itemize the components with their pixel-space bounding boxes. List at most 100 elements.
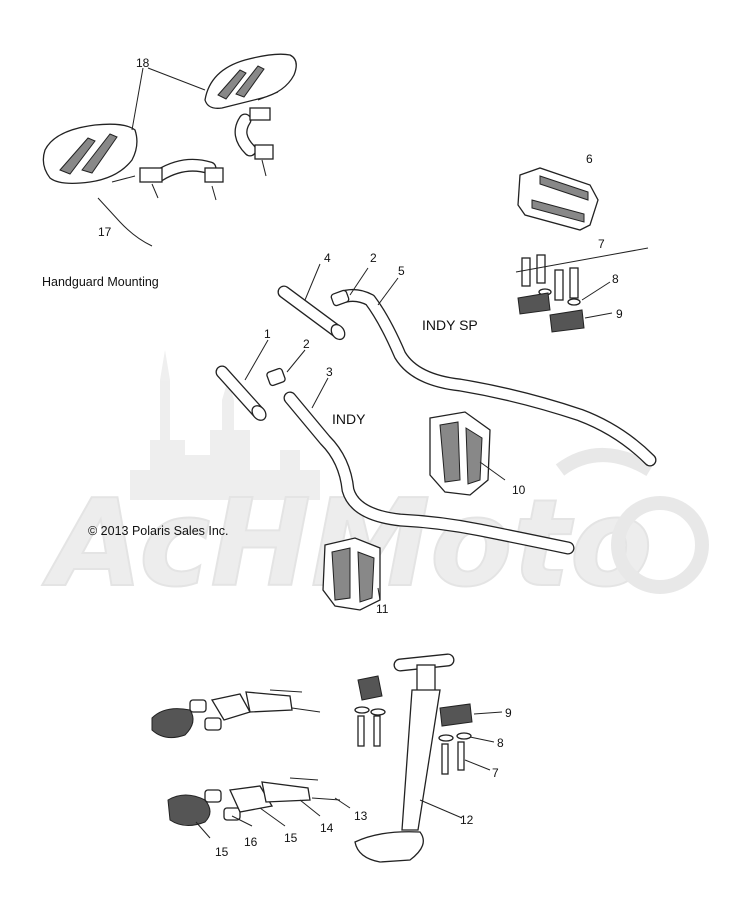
handlebar-indy-sp-part-5 [333,288,657,467]
handguard-mount-bar-left [154,160,216,181]
callout-4: 4 [324,251,331,265]
leader-11 [377,587,381,601]
callout-5: 5 [398,264,405,278]
handguard-left [42,123,138,184]
washer-bottom-b [370,708,386,716]
callout-7-top: 7 [598,237,605,251]
leader-7a [515,247,649,273]
riser-clamp-group-top [515,167,649,333]
handguard-bolt-1 [111,175,136,183]
leader-8a [581,281,611,301]
steering-post-foot [354,831,424,863]
handguard-clamp-right-top [249,107,271,121]
callout-13: 13 [354,809,368,823]
spacer-upper-2 [204,717,222,731]
leader-18-right [147,67,206,91]
caption-copyright: © 2013 Polaris Sales Inc. [88,524,229,538]
leader-10 [479,461,506,481]
clamp-9-b [549,309,585,333]
handguard-left-ribs [59,133,118,175]
leader-14 [299,799,321,817]
callout-2-upper: 2 [370,251,377,265]
bracket-upper [210,693,251,721]
bolt-7-bottom-b [457,741,465,771]
bolt-bottom-a [357,715,365,747]
mount-bracket-group-upper [151,689,321,739]
leader-8b [469,736,495,743]
handguard-mounting-group [42,53,297,247]
handguard-clamp-left-end [204,167,224,183]
bar-end-plug-part-2-upper [330,289,350,307]
leader-13 [334,797,351,809]
riser-pad-part-6-ribs [531,175,589,223]
bar-pad-part-10 [429,411,491,496]
callout-6: 6 [586,152,593,166]
leader-15a [195,821,211,839]
leader-9b [473,711,503,715]
washer-8-b [567,298,581,306]
handguard-bolt-5 [257,91,279,101]
plate-part-14 [261,781,311,803]
leader-12 [419,799,463,819]
leader-9a [584,312,613,319]
spacer-part-16 [223,807,241,821]
callout-12: 12 [460,813,474,827]
clamp-9-bottom [439,703,473,727]
riser-clamp-group-bottom [354,675,503,775]
steering-post-part-12 [354,653,463,863]
leader-7b [464,759,491,771]
callout-16: 16 [244,835,258,849]
leader-3 [311,377,329,409]
washer-8-bottom-a [438,734,454,742]
callout-15-left: 15 [215,845,229,859]
bolt-7-bottom-a [441,743,449,775]
caption-indy-sp: INDY SP [422,317,478,333]
plate-upper [245,691,293,713]
callout-9-bottom: 9 [505,706,512,720]
caption-handguard-mounting: Handguard Mounting [42,275,159,289]
callout-11: 11 [376,602,389,616]
clamp-9-a [517,292,551,315]
callout-18: 18 [136,56,150,70]
caption-indy: INDY [332,411,366,427]
bolt-7-c [554,269,564,301]
bolt-7-a [521,257,531,287]
bolt-bottom-b [373,715,381,747]
callout-3: 3 [326,365,333,379]
callout-14: 14 [320,821,334,835]
callout-8-top: 8 [612,272,619,286]
handguard-bolt-3 [211,185,217,201]
bolt-upper-1 [269,689,303,693]
washer-8-bottom-b [456,732,472,740]
callout-17: 17 [98,225,112,239]
callout-9-top: 9 [616,307,623,321]
motorcycle-wheel-watermark [555,448,709,594]
handguard-mount-bar-right [235,114,256,156]
mount-bracket-group-lower [167,777,351,839]
steering-post-shaft [401,689,441,831]
bolt-part-13 [311,797,341,801]
leader-16 [231,815,253,827]
leader-15b [259,807,286,827]
leader-17 [97,197,153,247]
callout-15-right: 15 [284,831,298,845]
handguard-clamp-left [139,167,163,183]
leader-5 [377,277,399,306]
spacer-lower-1 [204,789,222,803]
castle-silhouette-watermark [130,350,320,500]
leader-2b [286,349,306,373]
callout-1: 1 [264,327,271,341]
spacer-upper-1 [189,699,207,713]
leader-18-left [131,67,144,131]
bolt-7-b [536,254,546,284]
callout-10: 10 [512,483,526,497]
callout-7-bottom: 7 [492,766,499,780]
bolt-7-d [569,267,579,299]
bolt-upper-2 [291,707,321,713]
mount-block-part-15-left [167,794,211,826]
mount-block-upper [151,708,194,739]
grip-part-1 [215,365,267,421]
callout-8-bottom: 8 [497,736,504,750]
steering-post-head [416,664,436,694]
